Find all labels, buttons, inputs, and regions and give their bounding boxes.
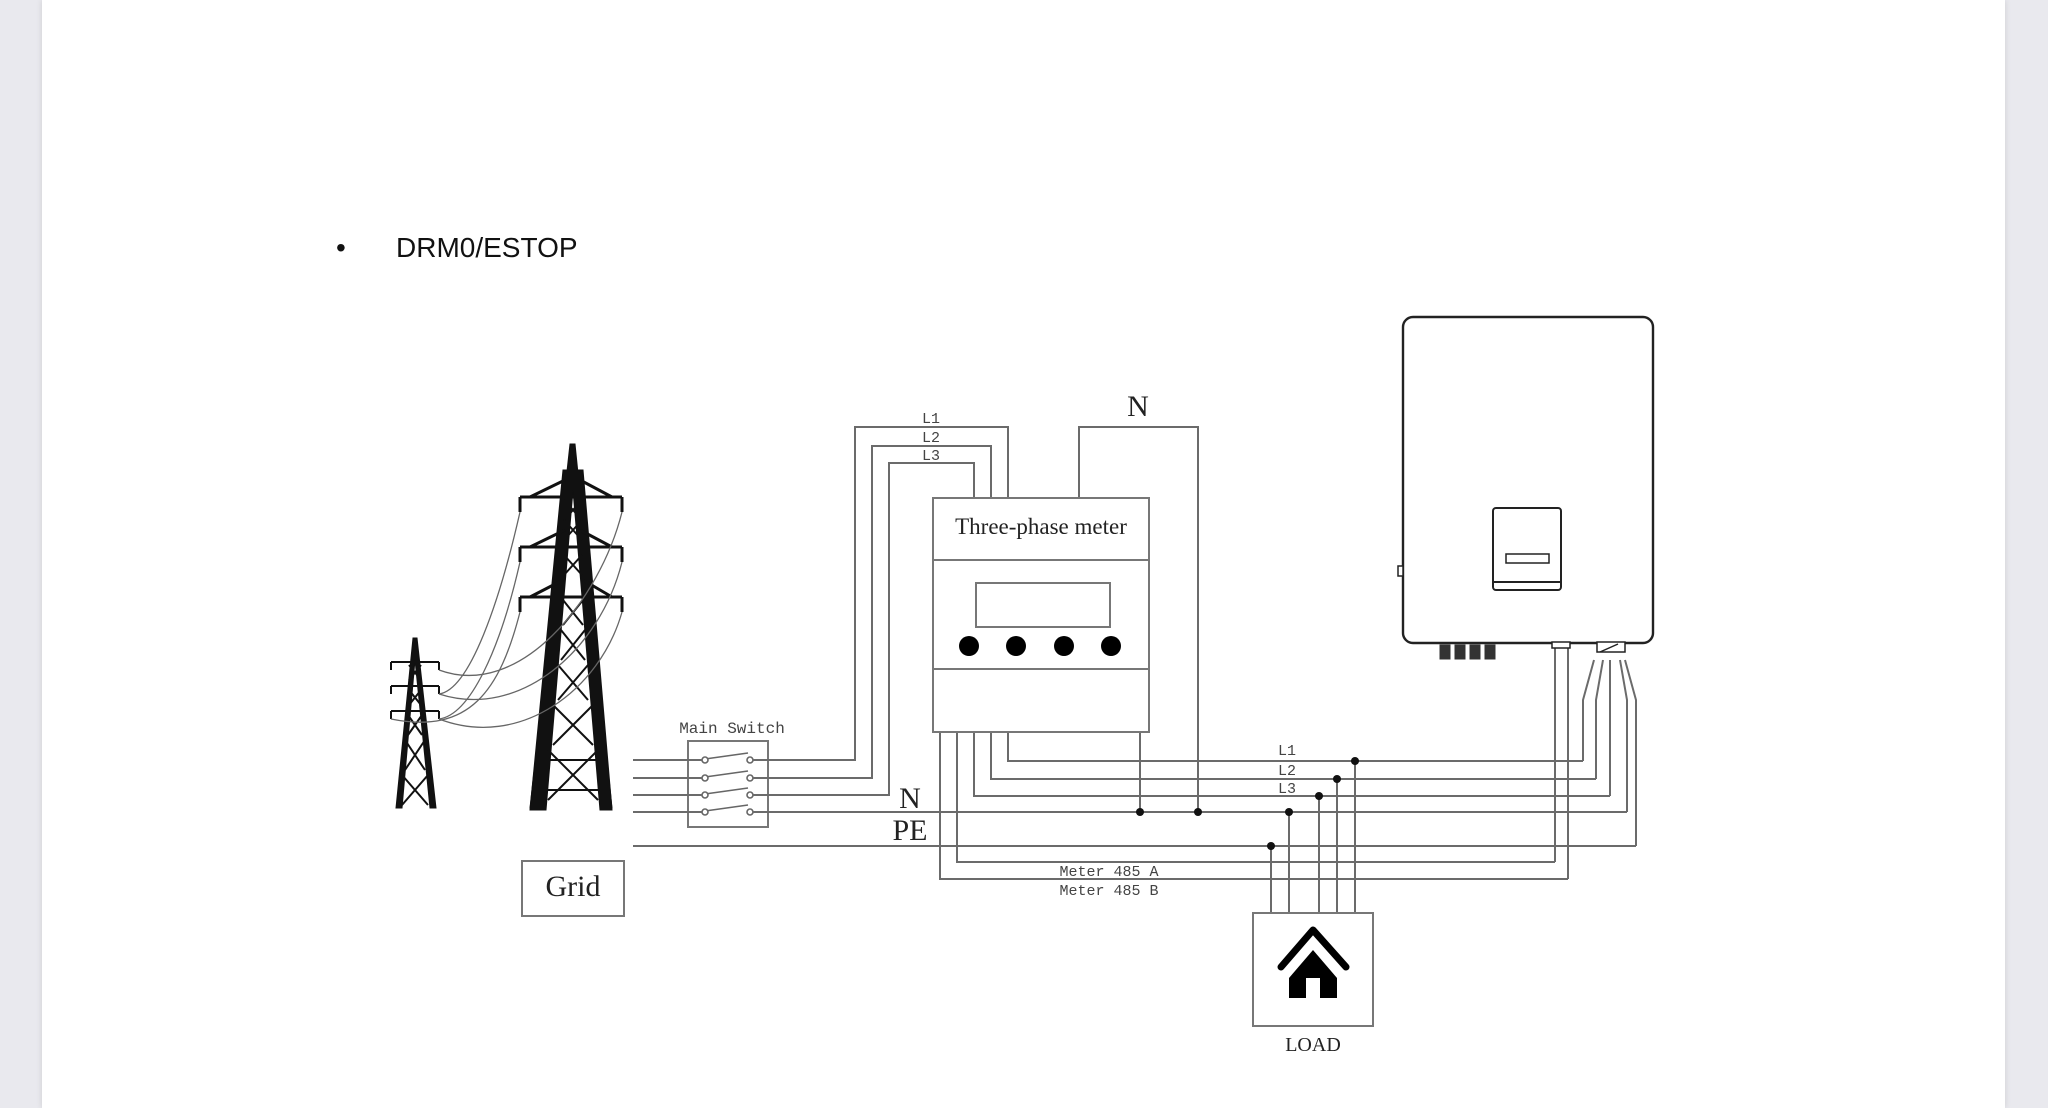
bullet-marker: •	[336, 232, 346, 263]
meter-button-1	[959, 636, 979, 656]
house-icon	[1277, 926, 1350, 998]
right-wire-label-l2: L2	[1278, 763, 1296, 780]
top-wire-label-l2: L2	[922, 430, 940, 447]
right-wire-label-l1: L1	[1278, 743, 1296, 760]
top-neutral-label: N	[1127, 390, 1149, 423]
meter-485b-label: Meter 485 B	[1059, 883, 1158, 900]
meter-button-2	[1006, 636, 1026, 656]
junction-dots	[1136, 757, 1359, 850]
section-heading: DRM0/ESTOP	[396, 232, 578, 263]
wiring	[633, 426, 1637, 913]
meter-title: Three-phase meter	[955, 514, 1127, 539]
top-wire-label-l1: L1	[922, 411, 940, 428]
meter-485a-label: Meter 485 A	[1059, 864, 1158, 881]
meter-button-4	[1101, 636, 1121, 656]
right-wire-label-l3: L3	[1278, 781, 1296, 798]
main-switch-box	[687, 740, 769, 828]
top-wire-label-l3: L3	[922, 448, 940, 465]
meter-display	[975, 582, 1111, 628]
neutral-label: N	[899, 782, 921, 815]
inverter-icon	[1397, 315, 1655, 660]
meter-button-3	[1054, 636, 1074, 656]
grid-label: Grid	[546, 870, 601, 903]
main-switch-label: Main Switch	[679, 720, 785, 738]
transmission-tower-icon	[390, 443, 624, 811]
grid-label-box	[521, 860, 625, 917]
three-phase-meter	[932, 497, 1150, 733]
load-label: LOAD	[1285, 1034, 1341, 1056]
pe-label: PE	[892, 814, 927, 847]
